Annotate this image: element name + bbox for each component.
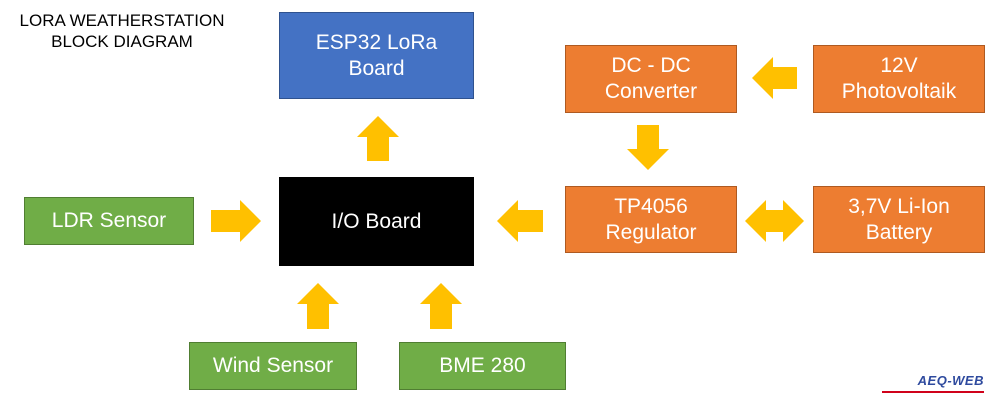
dcdc-block-line1: DC - DC [611, 54, 691, 77]
bme280-block: BME 280 [399, 342, 566, 390]
aeq-web-logo: AEQ-WEB [917, 373, 984, 388]
arrow-pv-to-dcdc [752, 57, 797, 99]
tp4056-block-line2: Regulator [605, 220, 697, 244]
pv-block-line2: Photovoltaik [841, 80, 957, 103]
esp32-lora-board-block: ESP32 LoRa Board [279, 12, 474, 99]
arrow-io-to-esp32 [357, 116, 399, 161]
logo-underline [882, 391, 984, 393]
diagram-title-line1: LORA WEATHERSTATION [19, 11, 225, 30]
bme-block-line1: BME 280 [439, 354, 526, 377]
tp4056-block-line1: TP4056 [614, 194, 688, 218]
battery-block-line1: 3,7V Li-Ion [848, 194, 950, 218]
dc-dc-converter-block: DC - DC Converter [565, 45, 737, 113]
dcdc-block-line2: Converter [604, 80, 698, 103]
tp4056-regulator-block: TP4056 Regulator [565, 186, 737, 253]
arrow-wind-to-io [297, 283, 339, 329]
diagram-title: LORA WEATHERSTATION BLOCK DIAGRAM [4, 10, 240, 52]
esp32-block-line1: ESP32 LoRa [315, 30, 438, 54]
wind-block-line1: Wind Sensor [212, 354, 334, 377]
ldr-sensor-block: LDR Sensor [24, 197, 194, 245]
io-board-block: I/O Board [279, 177, 474, 266]
arrow-tp4056-to-io [497, 200, 543, 242]
arrow-ldr-to-io [211, 200, 261, 242]
diagram-title-line2: BLOCK DIAGRAM [51, 32, 193, 51]
arrow-tp4056-battery [745, 200, 804, 242]
battery-block-line2: Battery [865, 220, 933, 244]
ldr-block-line1: LDR Sensor [51, 209, 167, 232]
pv-block-line1: 12V [880, 54, 918, 77]
wind-sensor-block: Wind Sensor [189, 342, 357, 390]
esp32-block-line2: Board [348, 56, 405, 80]
arrow-bme-to-io [420, 283, 462, 329]
arrow-dcdc-to-tp4056 [627, 125, 669, 170]
li-ion-battery-block: 3,7V Li-Ion Battery [813, 186, 985, 253]
io-block-line1: I/O Board [331, 209, 422, 233]
photovoltaik-block: 12V Photovoltaik [813, 45, 985, 113]
